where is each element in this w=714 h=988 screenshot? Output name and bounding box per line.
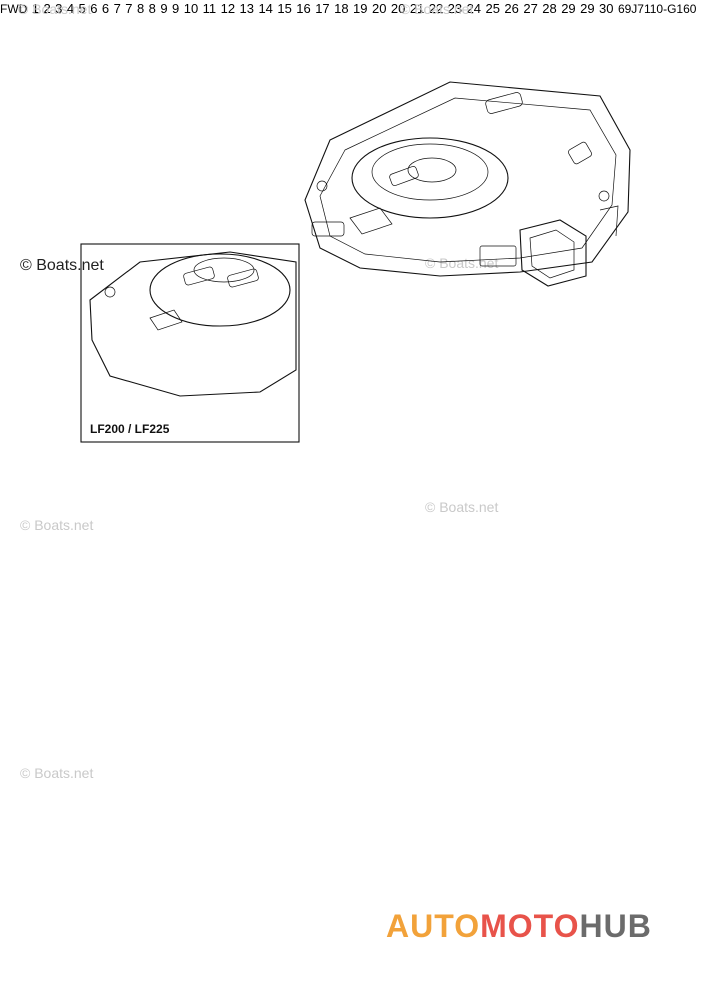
callout-6: 6 xyxy=(101,1,110,16)
callout-28: 28 xyxy=(542,1,557,16)
callout-29: 29 xyxy=(561,1,576,16)
callout-25: 25 xyxy=(485,1,500,16)
callout-9: 9 xyxy=(160,1,168,16)
callout-18: 18 xyxy=(334,1,349,16)
callout-14: 14 xyxy=(258,1,273,16)
inset-panel: LF200 / LF225 xyxy=(80,243,300,443)
callout-12: 12 xyxy=(220,1,236,16)
automotohub-wordmark: AUTOMOTOHUB xyxy=(386,908,652,945)
callout-15: 15 xyxy=(277,1,292,16)
callout-17: 17 xyxy=(315,1,330,16)
callout-27: 27 xyxy=(523,1,538,16)
callout-26: 26 xyxy=(504,1,519,16)
callout-7: 7 xyxy=(113,1,121,16)
watermark-text: © Boats.net xyxy=(425,255,498,271)
callout-8: 8 xyxy=(148,1,156,16)
callout-6: 6 xyxy=(90,1,98,16)
callout-3: 3 xyxy=(55,1,63,16)
inset-label: LF200 / LF225 xyxy=(90,422,170,436)
callout-21: 21 xyxy=(409,1,425,16)
watermark-group: © Boats.net © Boats.net © Boats.net © Bo… xyxy=(18,1,498,781)
callout-11: 11 xyxy=(202,1,217,16)
callout-4: 4 xyxy=(66,1,75,16)
callout-9: 9 xyxy=(172,1,180,16)
brand-part-3: HUB xyxy=(579,908,652,944)
callout-8: 8 xyxy=(136,1,145,16)
callout-10: 10 xyxy=(183,1,199,16)
brand-part-2: MOTO xyxy=(480,908,580,944)
callout-16: 16 xyxy=(296,1,311,16)
callout-22: 22 xyxy=(428,1,444,16)
watermark-text: © Boats.net xyxy=(20,517,93,533)
fwd-arrow-icon: FWD xyxy=(0,0,32,17)
stator-assembly-outline: FWD xyxy=(0,0,697,944)
fwd-label: FWD xyxy=(0,2,28,16)
watermark-text: © Boats.net xyxy=(400,1,473,17)
callout-labels: 1 2 3 4 5 6 6 7 7 8 8 9 9 10 11 12 13 14… xyxy=(32,0,618,17)
callout-2: 2 xyxy=(43,1,51,16)
side-watermark: © Boats.net xyxy=(20,257,104,274)
callout-1: 1 xyxy=(31,1,40,16)
diagram-code: 69J7110-G160 xyxy=(617,2,697,16)
callout-19: 19 xyxy=(353,1,368,16)
brand-part-1: AUTO xyxy=(386,908,481,944)
callout-20: 20 xyxy=(371,1,387,16)
callout-29: 29 xyxy=(580,1,595,16)
callout-20: 20 xyxy=(390,1,406,16)
watermark-text: © Boats.net xyxy=(20,765,93,781)
callout-5: 5 xyxy=(78,1,86,16)
leader-line: FWD xyxy=(0,0,697,944)
callout-7: 7 xyxy=(125,1,133,16)
callout-23: 23 xyxy=(447,1,463,16)
watermark-text: © Boats.net xyxy=(18,1,91,17)
callout-24: 24 xyxy=(466,1,482,16)
watermark-text: © Boats.net xyxy=(425,499,498,515)
flywheel-cover xyxy=(304,81,631,287)
callout-30: 30 xyxy=(599,1,614,16)
callout-13: 13 xyxy=(239,1,254,16)
